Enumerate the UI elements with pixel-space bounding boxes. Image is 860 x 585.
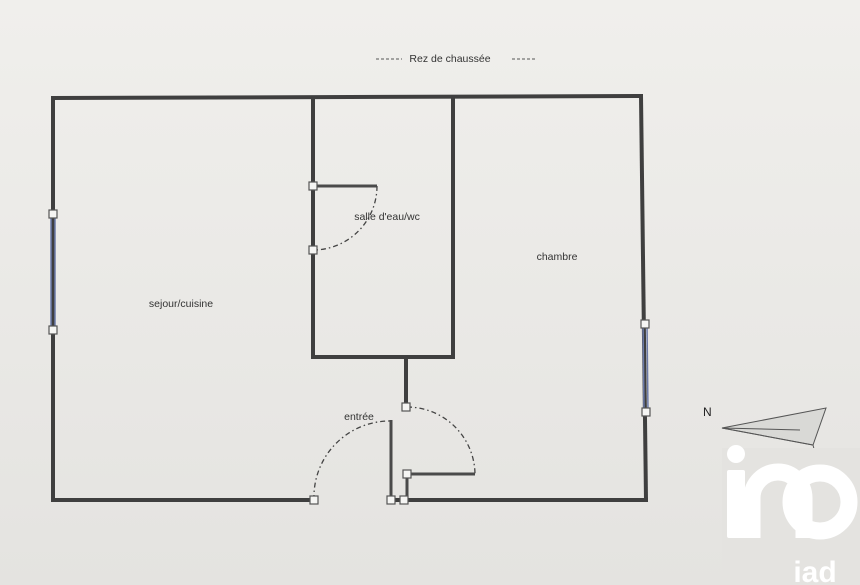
- bathroom-door: [312, 184, 378, 251]
- room-label-entree: entrée: [344, 411, 374, 423]
- wall-top: [50, 93, 644, 101]
- entry-door-right-swing: [406, 406, 476, 475]
- entry-door-left-swing: [313, 420, 392, 501]
- north-label: N: [703, 405, 712, 419]
- entry-door-right: [406, 406, 476, 476]
- window-right: [642, 323, 649, 413]
- room-label-chambre: chambre: [537, 251, 578, 263]
- room-label-sejour: sejour/cuisine: [149, 298, 213, 310]
- window-left: [50, 214, 56, 330]
- plan-title: Rez de chaussée: [376, 53, 536, 65]
- room-label-salle-eau: salle d'eau/wc: [354, 211, 420, 223]
- plan-title-text: Rez de chaussée: [409, 53, 490, 65]
- entry-door-left: [313, 420, 392, 501]
- iad-logo: iad: [722, 445, 860, 585]
- outer-walls: [50, 93, 649, 503]
- wall-right: [638, 93, 649, 503]
- bathroom-walls: [311, 95, 455, 359]
- logo-text: iad: [793, 556, 836, 585]
- bathroom-door-swing: [312, 185, 378, 251]
- wall-nodes: [48, 181, 651, 505]
